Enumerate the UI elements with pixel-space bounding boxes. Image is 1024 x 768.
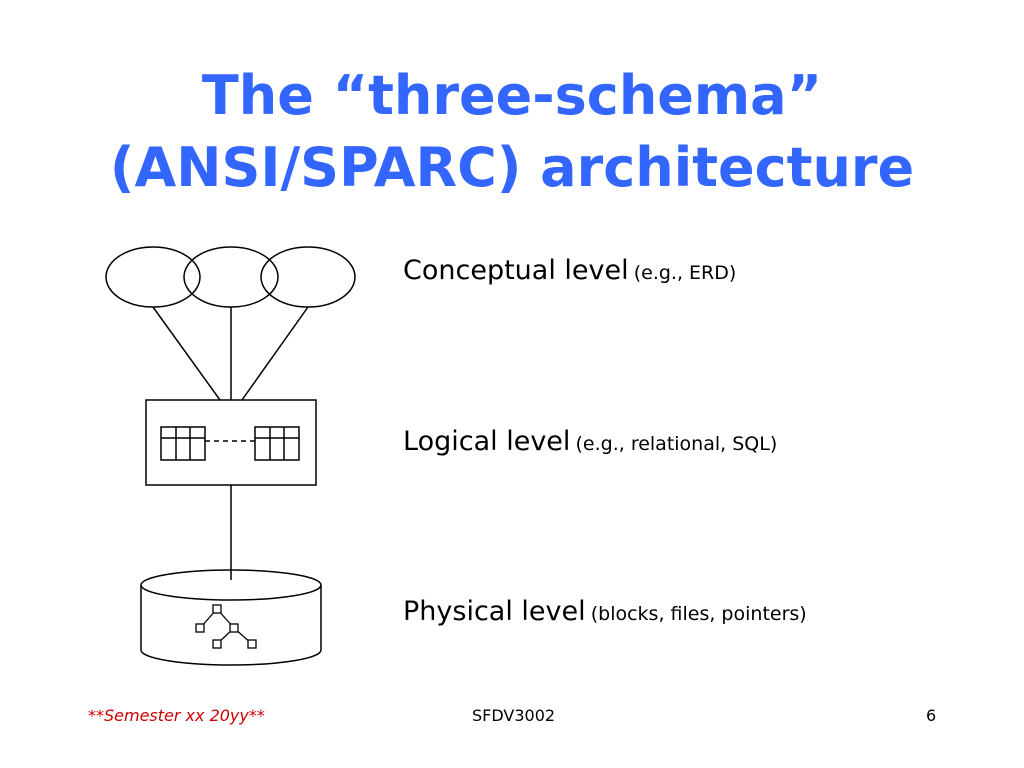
footer-page-number: 6 [926,706,937,725]
conceptual-level-example: (e.g., ERD) [633,262,737,284]
physical-level-example: (blocks, files, pointers) [590,603,807,625]
logical-level-name: Logical level [403,426,571,457]
slide-title-line-1: The “three-schema” [201,64,823,127]
external-view-ellipse-3 [260,246,356,308]
logical-level-example: (e.g., relational, SQL) [575,433,778,455]
tree-structure-icon [195,604,257,649]
external-view-ellipse-1 [105,246,201,308]
conceptual-level-name: Conceptual level [403,255,629,286]
conceptual-level-label: Conceptual level (e.g., ERD) [403,255,736,286]
connector-line-left [152,306,221,401]
table-icon-left [160,426,206,461]
external-view-ellipse-2 [183,246,279,308]
footer-semester: **Semester xx 20yy** [88,706,265,725]
slide-title-line-2: (ANSI/SPARC) architecture [109,136,915,199]
slide-title: The “three-schema” (ANSI/SPARC) architec… [0,60,1024,204]
physical-level-label: Physical level (blocks, files, pointers) [403,596,807,627]
logical-schema-box [145,399,317,486]
table-icon-right [254,426,300,461]
connector-line-right [241,306,309,401]
logical-level-label: Logical level (e.g., relational, SQL) [403,426,777,457]
footer-course-code: SFDV3002 [472,706,556,725]
physical-storage-cylinder [140,569,322,666]
physical-level-name: Physical level [403,596,586,627]
